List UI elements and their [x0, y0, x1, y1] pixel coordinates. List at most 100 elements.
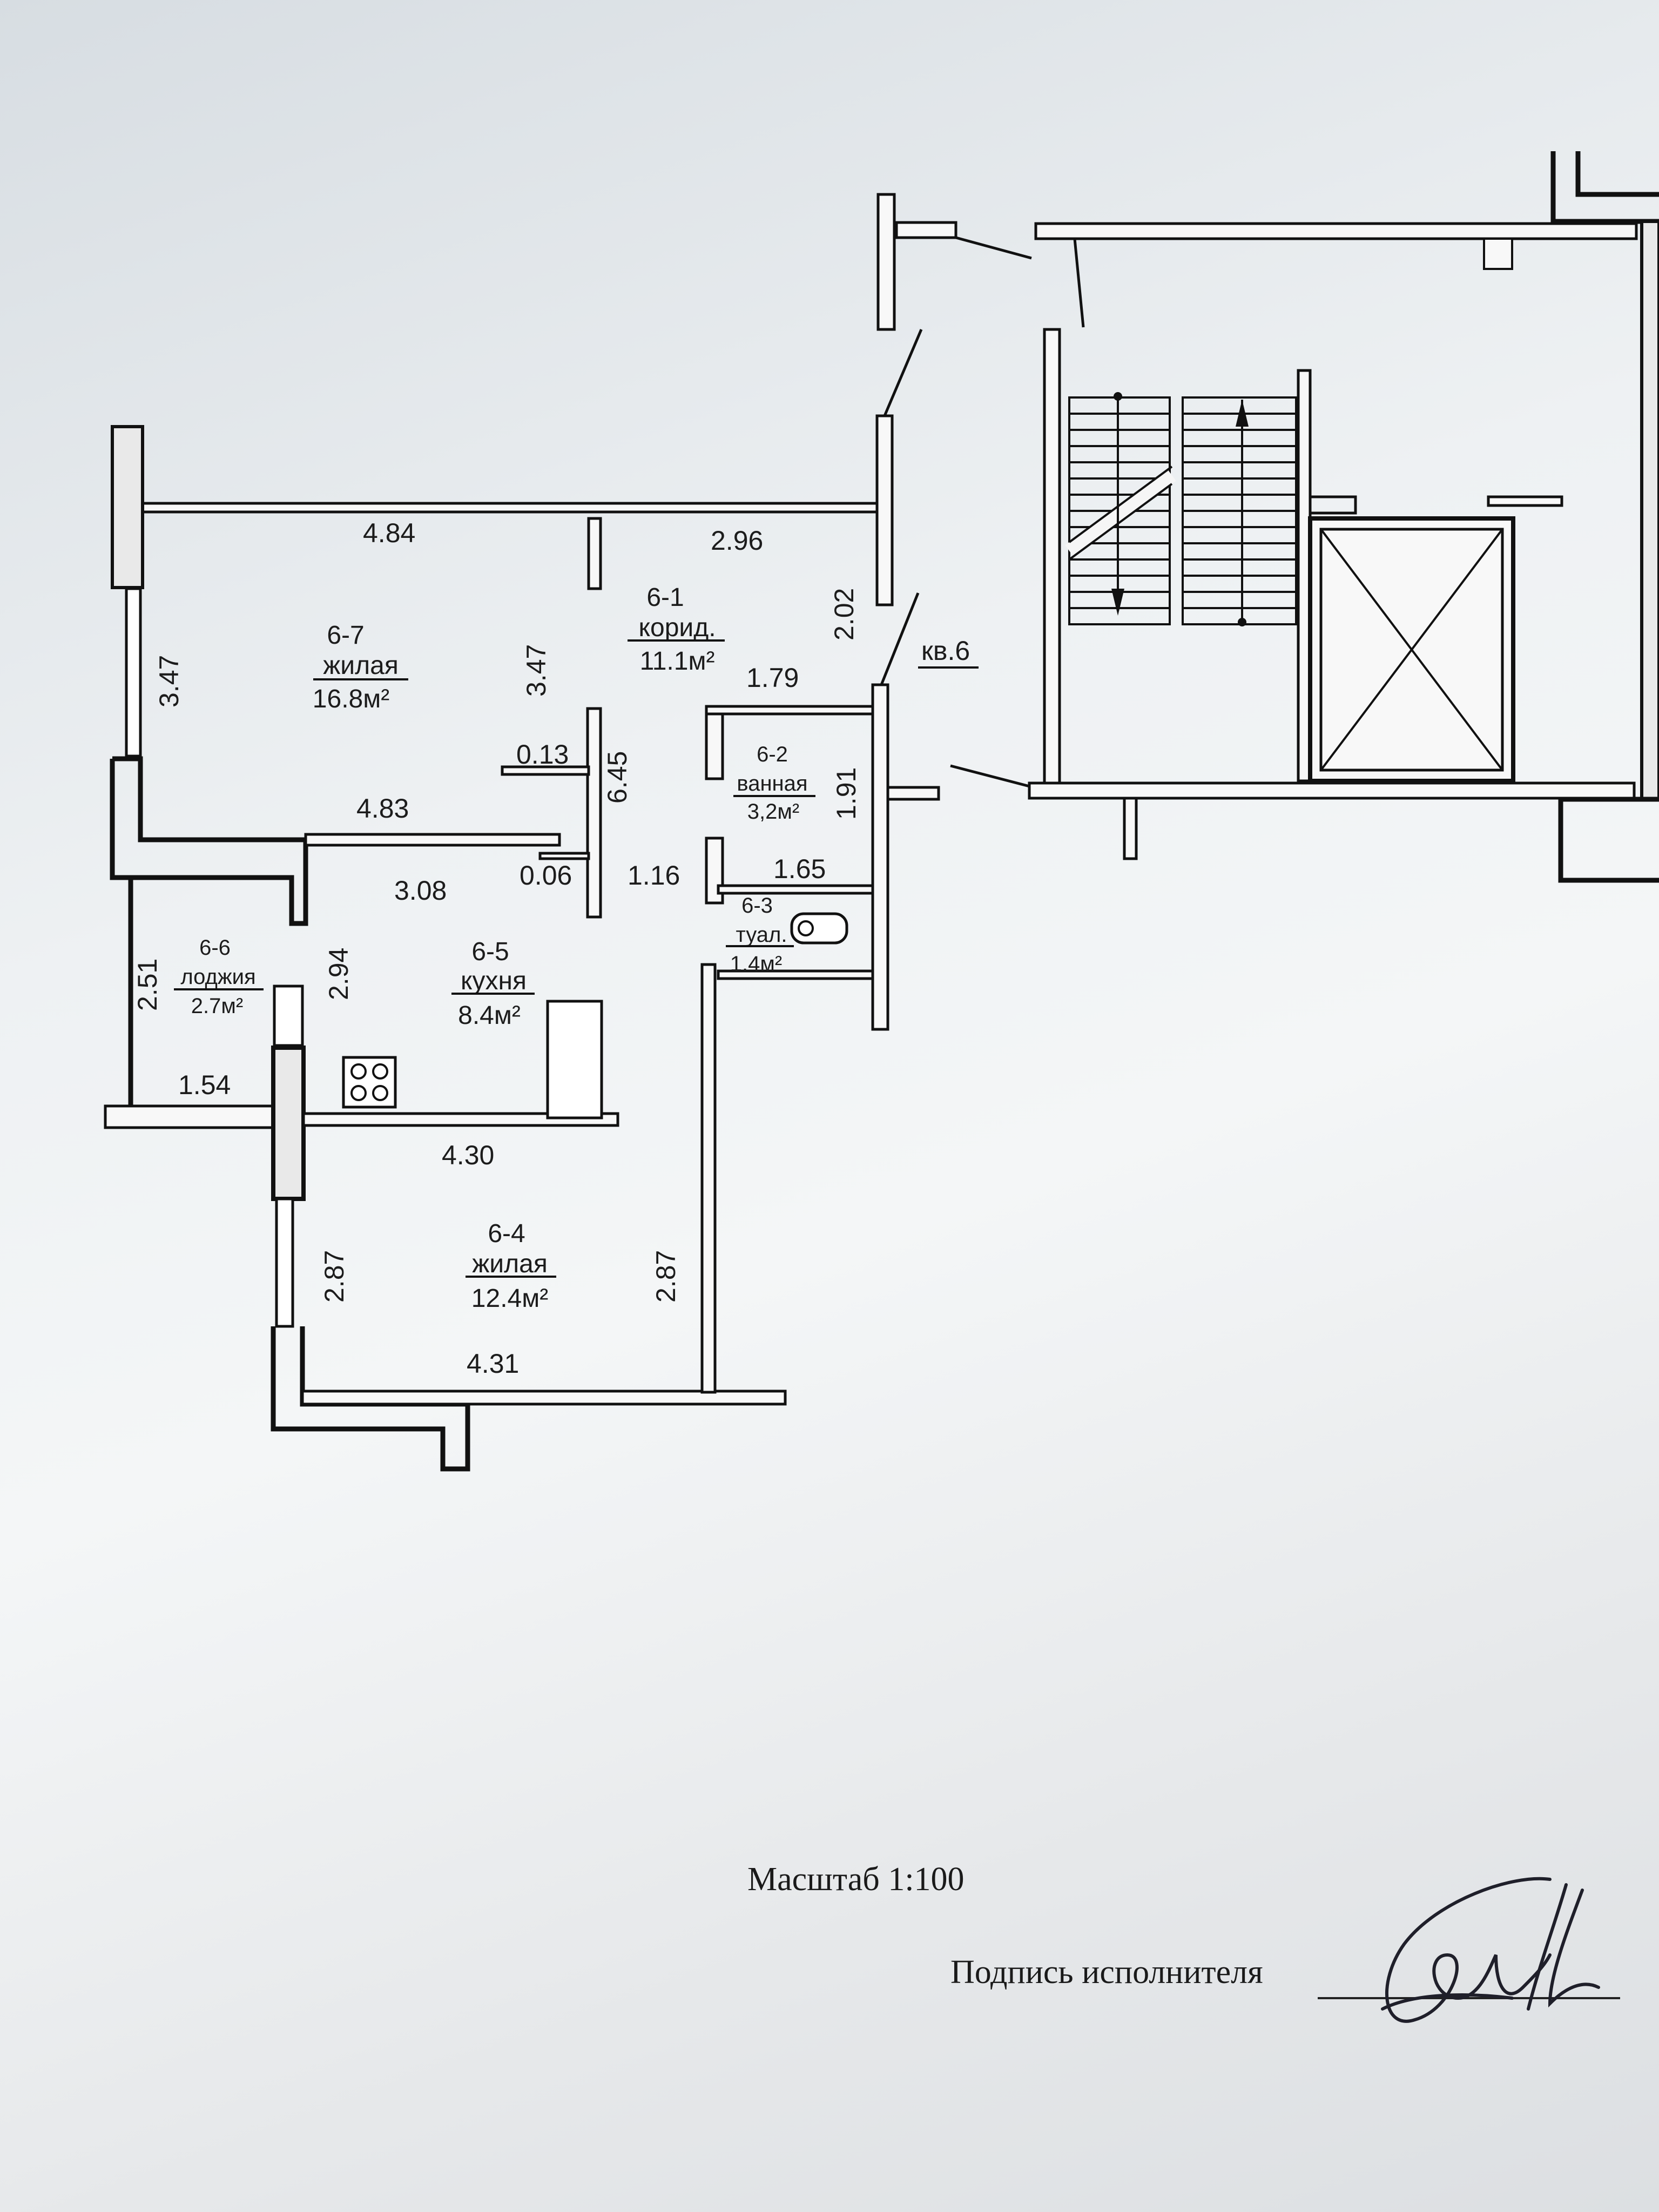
dim-loggia-h: 2.51: [132, 959, 163, 1011]
apartment-label: кв.6: [918, 636, 979, 669]
room-6-1-label: 6-1 корид. 11.1м²: [628, 583, 725, 676]
room-number: 6-7: [327, 621, 364, 650]
fridge: [546, 1000, 603, 1120]
window-6-4: [275, 1197, 294, 1328]
door-swing-icon: [950, 764, 1030, 788]
wall-stair-bottom: [1028, 781, 1636, 800]
wall-bath-top: [705, 705, 876, 716]
wall-entrance: [871, 683, 889, 1031]
dim-left-6-7: 3.47: [154, 655, 184, 707]
wall-outer-bottom-right: [1558, 797, 1659, 883]
wall-niche: [1483, 238, 1513, 270]
partition-006: [538, 852, 590, 860]
window-6-7: [125, 587, 142, 758]
room-number: 6-3: [741, 894, 773, 918]
partition-top: [587, 517, 602, 590]
wall-corridor-right: [875, 414, 894, 606]
wall-landing-stub: [895, 221, 957, 239]
room-name: жилая: [472, 1250, 548, 1278]
wall-stair-stub: [1123, 797, 1138, 860]
room-6-5-label: 6-5 кухня 8.4м²: [451, 938, 535, 1030]
wall-left-upper: [111, 425, 144, 589]
stair-flight-right: [1182, 396, 1297, 625]
wall-shaft-top: [1487, 495, 1563, 507]
wall-shaft-stub: [1310, 495, 1357, 515]
wall-landing-left: [876, 193, 896, 331]
dim-6-4-bottom: 4.31: [467, 1348, 519, 1379]
dim-top-right: 2.96: [711, 525, 763, 556]
wall-outer-top-right-inner: [1575, 151, 1659, 197]
elevator-shaft-icon: [1308, 516, 1515, 783]
dim-wall-013: 0.13: [516, 739, 569, 770]
dim-corr-w1: 1.79: [746, 663, 799, 693]
room-name: жилая: [323, 651, 399, 680]
dim-corr-height: 2.02: [829, 588, 859, 640]
room-area: 2.7м²: [191, 994, 243, 1018]
stair-arrow-up-icon: [1236, 400, 1249, 626]
room-name: корид.: [638, 613, 716, 642]
room-area: 8.4м²: [458, 1001, 521, 1030]
stove-icon: [342, 1056, 397, 1109]
wall-6-4-right: [700, 963, 717, 1394]
wall-top: [139, 502, 879, 514]
wall-toilet-top: [717, 884, 876, 895]
toilet-icon: [790, 912, 848, 945]
window-kitchen: [273, 984, 304, 1047]
dim-bath-h: 1.91: [831, 767, 861, 820]
room-number: 6-5: [471, 938, 509, 966]
dim-inner-6-7: 3.47: [521, 644, 551, 697]
room-6-3-label: 6-3 туал. 1.4м²: [726, 894, 794, 976]
stairwell: [876, 151, 1659, 883]
scale-text: Масштаб 1:100: [747, 1861, 965, 1898]
wall-entrance-stub: [886, 786, 940, 801]
dim-toilet-w: 1.65: [773, 854, 826, 884]
room-area: 3,2м²: [747, 800, 799, 824]
room-number: 6-4: [488, 1219, 525, 1248]
apartment-walls: [104, 329, 940, 1472]
room-6-2-label: 6-2 ванная 3,2м²: [733, 743, 815, 824]
wall-6-7-lower: [112, 756, 306, 842]
dim-top-left: 4.84: [363, 518, 415, 548]
door-swing-icon: [883, 329, 923, 416]
room-name: кухня: [461, 967, 527, 995]
dim-kitchen-side: 2.94: [323, 948, 354, 1000]
entrance-door-icon: [880, 592, 920, 685]
room-6-6-label: 6-6 лоджия 2.7м²: [174, 936, 264, 1018]
dim-corr-len: 6.45: [602, 751, 632, 804]
dim-wall-006: 0.06: [520, 860, 572, 891]
dim-loggia-w: 1.54: [178, 1070, 231, 1100]
room-name: лоджия: [180, 965, 255, 989]
dim-bottom-6-7: 4.83: [356, 793, 409, 824]
dimension-labels: 4.84 2.96 3.47 3.47 2.02 1.79 0.13 6.45 …: [132, 518, 861, 1379]
partition-013: [501, 765, 590, 776]
room-number: 6-6: [199, 936, 231, 960]
wall-loggia-bottom: [104, 1104, 275, 1129]
wall-loggia-top: [110, 759, 308, 926]
room-area: 16.8м²: [313, 685, 389, 713]
dim-corr-w2: 1.16: [628, 860, 680, 891]
door-swing-icon: [955, 236, 1032, 260]
wall-kitchen-bottom: [302, 1112, 619, 1127]
dim-kitchen-top: 3.08: [394, 875, 447, 906]
wall-kitchen-pier: [271, 1046, 306, 1201]
room-6-7-label: 6-7 жилая 16.8м²: [313, 621, 408, 713]
wall-outer-top-right: [1550, 151, 1659, 224]
room-name: ванная: [737, 772, 807, 795]
room-area: 12.4м²: [471, 1284, 548, 1313]
dim-6-4-right: 2.87: [651, 1250, 681, 1303]
signature-icon: [1381, 1877, 1600, 2023]
room-number: 6-2: [757, 743, 788, 766]
room-6-4-label: 6-4 жилая 12.4м²: [466, 1219, 556, 1313]
room-number: 6-1: [646, 583, 684, 612]
signature-label: Подпись исполнителя: [950, 1954, 1263, 1991]
room-name: туал.: [736, 923, 787, 947]
apartment-number: кв.6: [921, 636, 970, 666]
wall-stair-left: [1043, 328, 1061, 785]
dim-6-4-left: 2.87: [319, 1250, 349, 1303]
room-area: 1.4м²: [730, 952, 782, 976]
room-area: 11.1м²: [640, 647, 715, 676]
dim-kitchen-bottom: 4.30: [442, 1140, 494, 1170]
wall-stair-top: [1034, 222, 1638, 240]
partition-corridor: [586, 707, 602, 919]
